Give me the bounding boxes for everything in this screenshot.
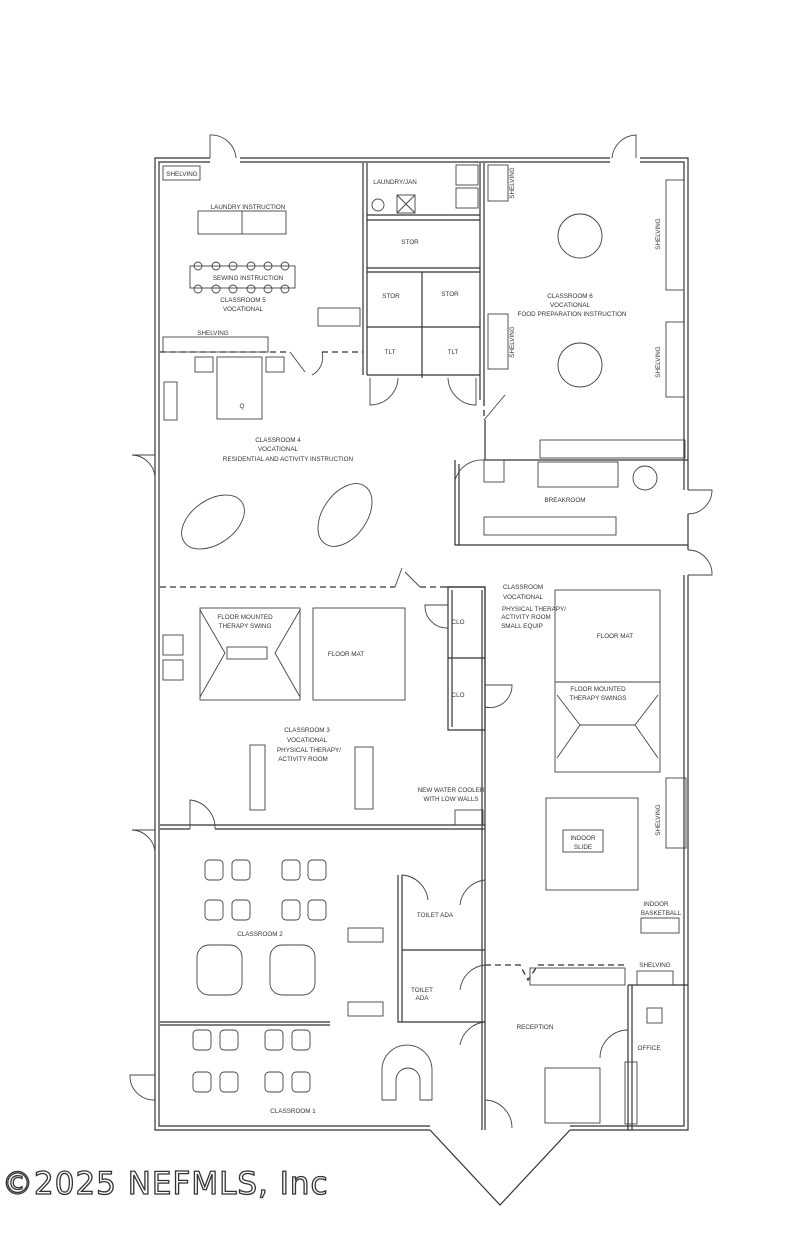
- label-breakroom: BREAKROOM: [545, 497, 586, 504]
- label-classroom-pt: ACTIVITY ROOM: [501, 614, 551, 621]
- label-shelving: SHELVING: [197, 330, 228, 337]
- label-classroom3: PHYSICAL THERAPY/: [277, 747, 341, 754]
- label-shelving-vertical: SHELVING: [655, 804, 662, 835]
- furniture: [162, 164, 687, 1125]
- label-shelving: SHELVING: [639, 962, 670, 969]
- label-classroom5: CLASSROOM 5: [220, 297, 266, 304]
- label-laundry-instruction: LAUNDRY INSTRUCTION: [211, 204, 286, 211]
- label-tlt: TLT: [448, 349, 459, 356]
- label-water-cooler: NEW WATER COOLER: [418, 787, 485, 794]
- label-stor: STOR: [441, 291, 459, 298]
- label-classroom3: CLASSROOM 3: [284, 727, 330, 734]
- label-indoor-basketball: INDOOR: [643, 901, 669, 908]
- label-toilet-ada: ADA: [416, 995, 430, 1002]
- label-classroom4-sub: VOCATIONAL: [258, 446, 299, 453]
- label-classroom3: VOCATIONAL: [287, 737, 328, 744]
- label-office: OFFICE: [637, 1045, 660, 1052]
- label-floor-mat: FLOOR MAT: [597, 633, 633, 640]
- label-sewing-instruction: SEWING INSTRUCTION: [213, 275, 284, 282]
- label-classroom-pt: CLASSROOM: [503, 584, 543, 591]
- label-toilet-ada: TOILET ADA: [417, 912, 454, 919]
- label-classroom-pt: SMALL EQUIP: [501, 623, 543, 630]
- label-stor: STOR: [382, 293, 400, 300]
- label-classroom2: CLASSROOM 2: [237, 931, 283, 938]
- label-laundry-jan: LAUNDRY/JAN: [373, 179, 417, 186]
- label-floor-mat: FLOOR MAT: [328, 651, 364, 658]
- label-therapy-swing: THERAPY SWING: [219, 623, 272, 630]
- label-indoor-basketball: BASKETBALL: [641, 910, 682, 917]
- label-indoor-slide: SLIDE: [574, 844, 592, 851]
- label-toilet-ada: TOILET: [411, 987, 433, 994]
- room-labels: SHELVING LAUNDRY INSTRUCTION SEWING INST…: [166, 167, 681, 1115]
- label-classroom4: CLASSROOM 4: [255, 437, 301, 444]
- exterior-walls: [129, 134, 713, 1206]
- interior-walls: [160, 163, 688, 1130]
- label-therapy-swing: FLOOR MOUNTED: [217, 614, 273, 621]
- label-shelving-vertical: SHELVING: [655, 346, 662, 377]
- label-classroom4-desc: RESIDENTIAL AND ACTIVITY INSTRUCTION: [223, 456, 354, 463]
- label-classroom6: CLASSROOM 6: [547, 293, 593, 300]
- label-shelving-vertical: SHELVING: [509, 167, 516, 198]
- label-clo: CLO: [452, 692, 465, 699]
- label-shelving-vertical: SHELVING: [509, 326, 516, 357]
- label-shelving-vertical: SHELVING: [655, 218, 662, 249]
- label-classroom-pt: PHYSICAL THERAPY/: [502, 606, 566, 613]
- watermark: ©2025 NEFMLS, Inc: [1, 1165, 329, 1202]
- label-classroom1: CLASSROOM 1: [270, 1108, 316, 1115]
- label-stor: STOR: [401, 239, 419, 246]
- label-reception: RECEPTION: [517, 1024, 554, 1031]
- label-therapy-swings: THERAPY SWINGS: [570, 695, 627, 702]
- label-classroom-pt: VOCATIONAL: [503, 594, 544, 601]
- label-water-cooler: WITH LOW WALLS: [423, 796, 478, 803]
- label-shelving: SHELVING: [166, 171, 197, 178]
- label-classroom6-desc: FOOD PREPARATION INSTRUCTION: [518, 311, 627, 318]
- label-bed: Q: [240, 403, 245, 410]
- label-therapy-swings: FLOOR MOUNTED: [570, 686, 626, 693]
- label-clo: CLO: [452, 619, 465, 626]
- label-classroom3: ACTIVITY ROOM: [278, 756, 328, 763]
- label-classroom6-sub: VOCATIONAL: [550, 302, 591, 309]
- label-indoor-slide: INDOOR: [570, 835, 596, 842]
- label-tlt: TLT: [385, 349, 396, 356]
- label-classroom5-sub: VOCATIONAL: [223, 306, 264, 313]
